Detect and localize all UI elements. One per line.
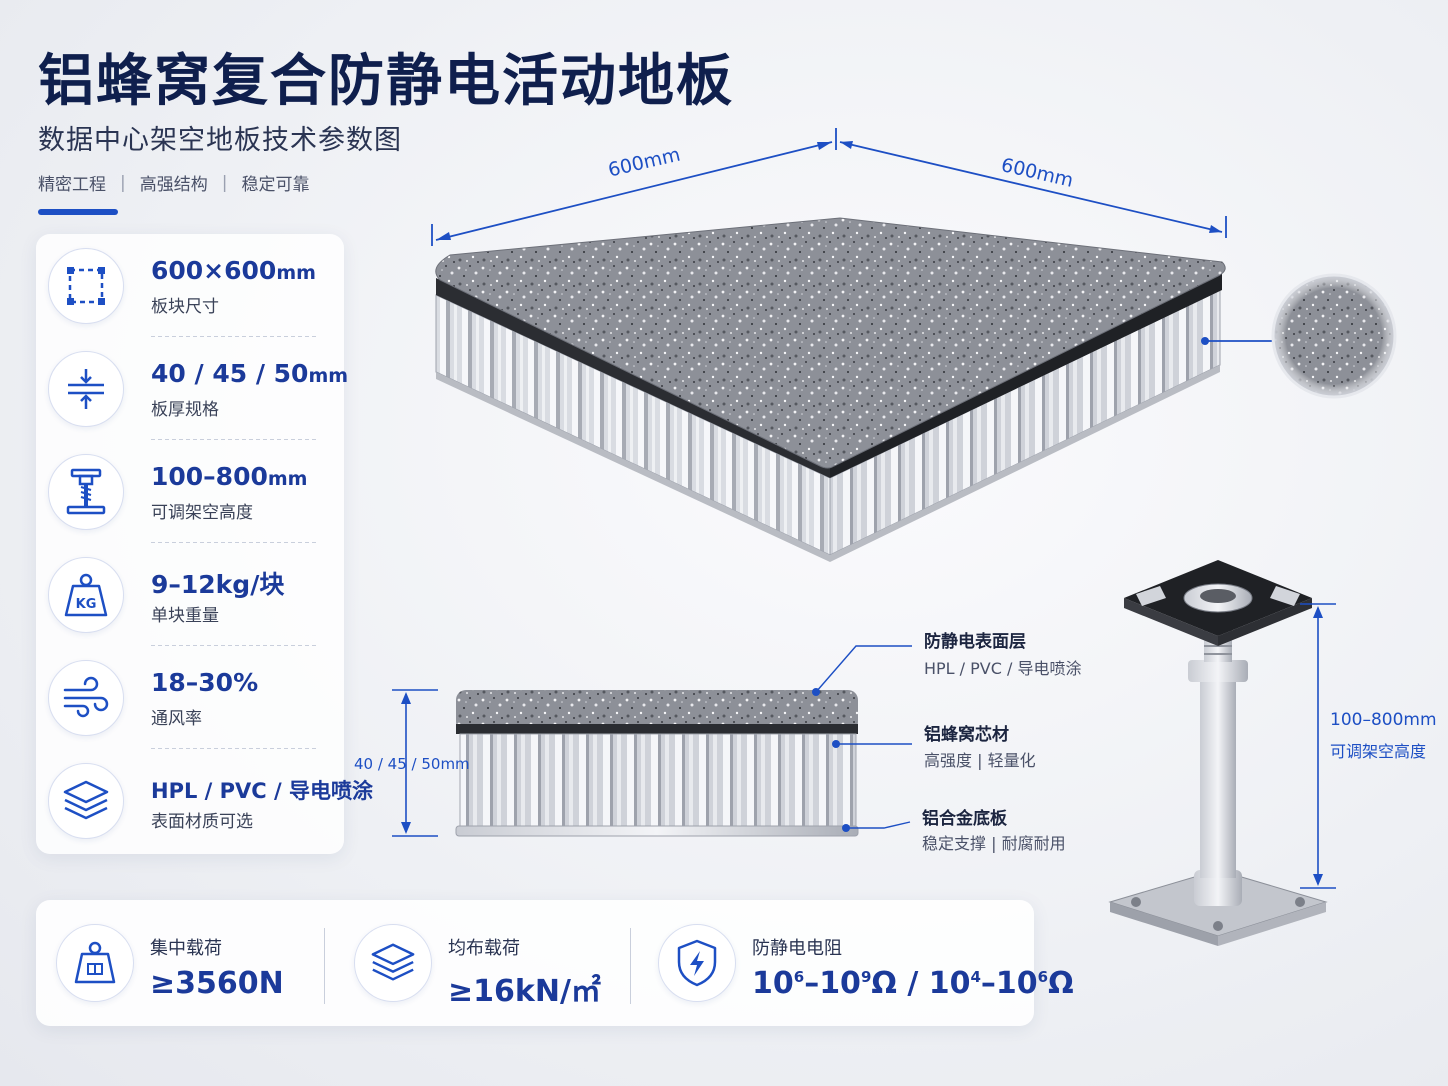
metric-antistatic-resistance: 防静电电阻 106–109Ω / 104–106Ω bbox=[638, 900, 1074, 1026]
metric-distributed-load: 均布载荷 ≥16kN/㎡ bbox=[334, 900, 624, 1026]
metric-label: 均布载荷 bbox=[448, 938, 520, 959]
callout-core-sub: 高强度 | 轻量化 bbox=[924, 751, 1036, 770]
callout-lines bbox=[812, 645, 912, 832]
pedestal-height-value: 100–800mm bbox=[1330, 710, 1437, 730]
weight-load-icon bbox=[56, 924, 134, 1002]
pedestal-height-label: 可调架空高度 bbox=[1330, 742, 1427, 761]
thickness-arrows-icon bbox=[48, 351, 124, 427]
tag-strength: 高强结构 bbox=[139, 175, 208, 195]
svg-text:KG: KG bbox=[76, 597, 97, 612]
callout-base-title: 铝合金底板 bbox=[922, 809, 1007, 829]
callout-base-sub: 稳定支撑 | 耐腐耐用 bbox=[922, 834, 1066, 853]
spec-value: 100–800mm bbox=[151, 462, 308, 491]
pedestal-icon bbox=[48, 454, 124, 530]
metric-value: ≥3560N bbox=[150, 966, 284, 1001]
callout-surface-sub: HPL / PVC / 导电喷涂 bbox=[924, 659, 1082, 678]
airflow-icon bbox=[48, 660, 124, 736]
thickness-dimension-label: 40 / 45 / 50mm bbox=[354, 755, 470, 773]
spec-label: 表面材质可选 bbox=[151, 812, 253, 832]
feature-tags: 精密工程 | 高强结构 | 稳定可靠 bbox=[38, 170, 310, 196]
metric-concentrated-load: 集中载荷 ≥3560N bbox=[36, 900, 326, 1026]
spec-label: 可调架空高度 bbox=[151, 503, 253, 523]
spec-item-size: 600×600mm 板块尺寸 bbox=[36, 234, 344, 337]
spec-item-thickness: 40 / 45 / 50mm 板厚规格 bbox=[36, 337, 348, 440]
tag-precision: 精密工程 bbox=[38, 175, 106, 195]
spec-item-surface: HPL / PVC / 导电喷涂 表面材质可选 bbox=[36, 749, 373, 852]
metric-value: 106–109Ω / 104–106Ω bbox=[752, 966, 1074, 1001]
weight-kg-icon: KG bbox=[48, 557, 124, 633]
stack-layers-icon bbox=[354, 924, 432, 1002]
surface-zoom-circle bbox=[1271, 273, 1397, 399]
spec-value: 9–12kg/块 bbox=[151, 570, 285, 599]
divider bbox=[151, 748, 316, 749]
spec-value: HPL / PVC / 导电喷涂 bbox=[151, 779, 373, 803]
spec-item-airflow: 18–30% 通风率 bbox=[36, 646, 344, 749]
load-metrics-card: 集中载荷 ≥3560N 均布载荷 ≥16kN/㎡ 防静电电阻 106–109Ω … bbox=[36, 900, 1074, 1026]
metric-label: 防静电电阻 bbox=[752, 938, 842, 959]
spec-value: 40 / 45 / 50mm bbox=[151, 359, 349, 388]
page-title: 铝蜂窝复合防静电活动地板 bbox=[38, 49, 734, 114]
spec-value: 600×600mm bbox=[151, 256, 316, 285]
divider bbox=[151, 439, 316, 440]
layers-icon bbox=[48, 763, 124, 839]
divider bbox=[151, 542, 316, 543]
divider bbox=[630, 928, 631, 1004]
dimension-square-icon bbox=[48, 248, 124, 324]
divider bbox=[151, 645, 316, 646]
tag-separator: | bbox=[120, 172, 126, 193]
dimension-lines bbox=[431, 128, 1274, 345]
cross-section bbox=[455, 690, 859, 837]
page-subtitle: 数据中心架空地板技术参数图 bbox=[38, 125, 402, 156]
spec-label: 板块尺寸 bbox=[151, 297, 219, 317]
lightning-shield-icon bbox=[658, 924, 736, 1002]
spec-item-height: 100–800mm 可调架空高度 bbox=[36, 440, 344, 543]
tag-reliable: 稳定可靠 bbox=[241, 175, 310, 195]
metric-value: ≥16kN/㎡ bbox=[448, 974, 601, 1009]
callout-surface-title: 防静电表面层 bbox=[924, 632, 1026, 652]
divider bbox=[151, 336, 316, 337]
spec-value: 18–30% bbox=[151, 668, 259, 697]
spec-label: 板厚规格 bbox=[151, 400, 219, 420]
pedestal-height-dimension bbox=[1300, 603, 1336, 889]
spec-card: 600×600mm 板块尺寸 40 / 45 / 50mm 板厚规格 100–8… bbox=[36, 234, 373, 854]
spec-item-weight: KG 9–12kg/块 单块重量 bbox=[36, 543, 344, 646]
divider bbox=[324, 928, 325, 1004]
spec-label: 单块重量 bbox=[151, 606, 219, 626]
pedestal-support bbox=[1108, 560, 1328, 946]
spec-label: 通风率 bbox=[151, 709, 202, 729]
callout-core-title: 铝蜂窝芯材 bbox=[924, 725, 1009, 745]
thickness-dimension bbox=[392, 689, 438, 837]
metric-label: 集中载荷 bbox=[150, 938, 222, 959]
floor-panel-3d bbox=[435, 217, 1226, 562]
accent-bar bbox=[38, 209, 118, 215]
tag-separator: | bbox=[221, 172, 228, 193]
